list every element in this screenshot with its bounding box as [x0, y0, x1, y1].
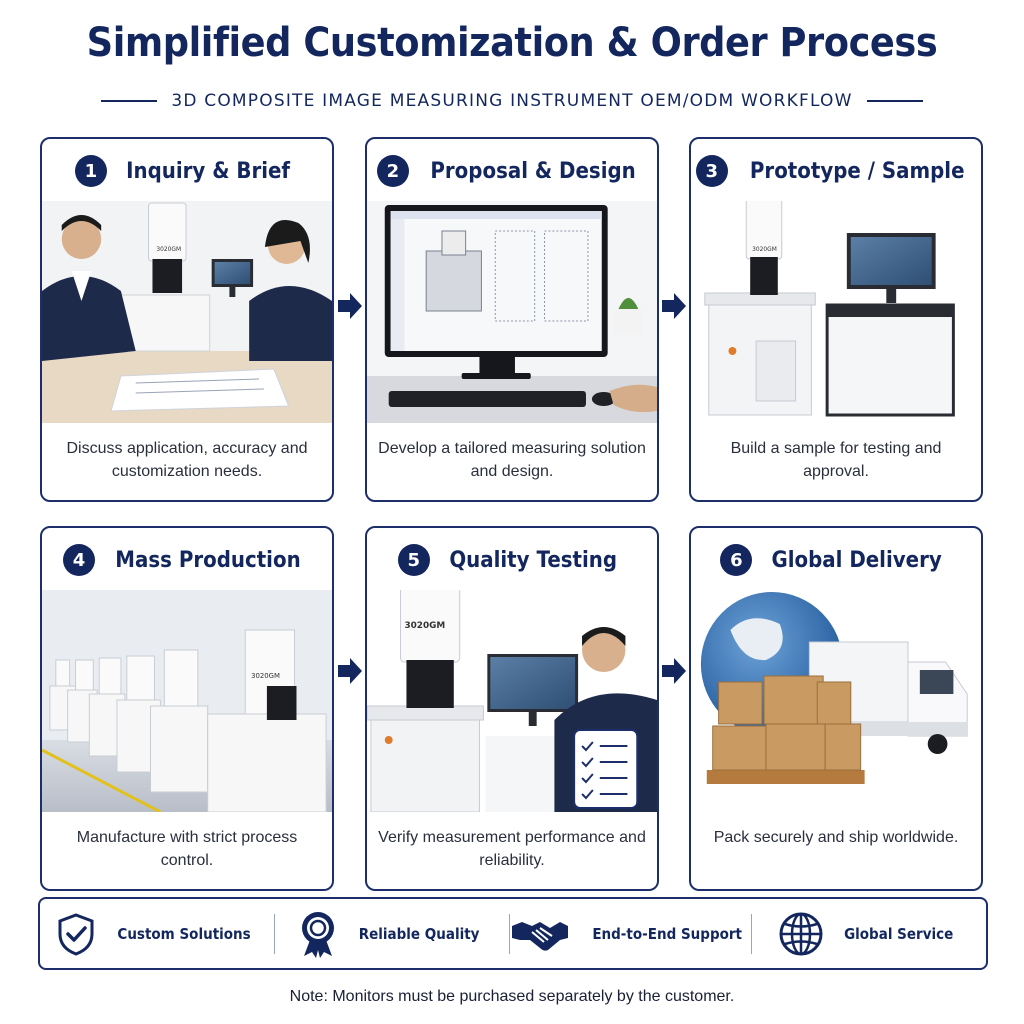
step-number-badge: 1	[74, 155, 107, 187]
footer-note: Note: Monitors must be purchased separat…	[289, 988, 735, 1005]
step-title: Global Delivery	[771, 547, 943, 573]
step-title: Quality Testing	[449, 547, 617, 573]
step-header: 4 Mass Production	[42, 542, 332, 578]
feature-global-service: Global Service	[752, 899, 986, 968]
step-description: Pack securely and ship worldwide.	[713, 829, 959, 846]
page-title: Simplified Customization & Order Process	[86, 20, 938, 66]
svg-text:3020GM: 3020GM	[251, 672, 280, 680]
flow-arrow-4	[662, 658, 686, 684]
step-description: Build a sample for testing and approval.	[730, 440, 942, 480]
feature-label: Global Service	[844, 924, 954, 943]
step-number-badge: 2	[376, 155, 409, 187]
step-title: Prototype / Sample	[749, 158, 965, 184]
factory-line-photo: 3020GM	[42, 590, 332, 812]
step-card-5: 5 Quality Testing 3020GM Verify measurem…	[365, 526, 659, 891]
feature-end-to-end-support: End-to-End Support	[510, 899, 750, 968]
feature-divider	[750, 913, 752, 954]
inspection-photo: 3020GM	[367, 590, 657, 812]
step-number-badge: 6	[720, 544, 753, 576]
flow-arrow-2	[662, 293, 686, 319]
prototype-machine-photo: 3020GM	[691, 201, 981, 423]
flow-arrow-3	[338, 658, 362, 684]
step-title: Inquiry & Brief	[126, 158, 290, 184]
cad-monitor-photo	[367, 201, 657, 423]
step-number-badge: 3	[695, 155, 728, 187]
feature-label: Reliable Quality	[358, 924, 480, 943]
step-card-1: 1 Inquiry & Brief 3020GM Discuss applica…	[40, 137, 334, 502]
feature-label: Custom Solutions	[117, 924, 251, 943]
page-subtitle: 3D COMPOSITE IMAGE MEASURING INSTRUMENT …	[171, 91, 853, 111]
step-number-badge: 4	[63, 544, 96, 576]
shield-check-icon	[58, 912, 94, 956]
step-description: Manufacture with strict process control.	[76, 829, 298, 869]
globe-icon	[779, 912, 823, 955]
feature-label: End-to-End Support	[592, 924, 743, 943]
subtitle-divider-right	[866, 100, 923, 102]
step-description: Develop a tailored measuring solution an…	[378, 440, 646, 480]
step-card-6: 6 Global Delivery Pack securely and ship…	[689, 526, 983, 891]
step-title: Proposal & Design	[430, 158, 636, 184]
svg-text:3020GM: 3020GM	[404, 621, 445, 631]
svg-text:3020GM: 3020GM	[752, 246, 777, 253]
step-header: 3 Prototype / Sample	[691, 153, 981, 189]
step-card-2: 2 Proposal & Design Develop a tailored m…	[365, 137, 659, 502]
step-header: 2 Proposal & Design	[367, 153, 657, 189]
meeting-photo: 3020GM	[42, 201, 332, 423]
handshake-icon	[512, 921, 569, 951]
step-card-4: 4 Mass Production 3020GM Manufacture wit…	[40, 526, 334, 891]
feature-divider	[274, 913, 276, 954]
feature-divider	[509, 913, 511, 954]
step-title: Mass Production	[115, 547, 301, 573]
feature-custom-solutions: Custom Solutions	[40, 899, 274, 968]
step-header: 1 Inquiry & Brief	[42, 153, 332, 189]
feature-reliable-quality: Reliable Quality	[275, 899, 509, 968]
step-description: Discuss application, accuracy and custom…	[66, 440, 308, 480]
step-header: 5 Quality Testing	[367, 542, 657, 578]
flow-arrow-1	[338, 293, 362, 319]
step-description: Verify measurement performance and relia…	[378, 829, 646, 869]
step-card-3: 3 Prototype / Sample 3020GM Build a samp…	[689, 137, 983, 502]
features-bar: Custom Solutions Reliable Quality End-to…	[38, 897, 988, 970]
step-number-badge: 5	[397, 544, 430, 576]
award-badge-icon	[302, 911, 335, 958]
subtitle-row: 3D COMPOSITE IMAGE MEASURING INSTRUMENT …	[0, 90, 1024, 112]
step-header: 6 Global Delivery	[691, 542, 981, 578]
machine-label: 3020GM	[156, 246, 181, 253]
subtitle-divider-left	[101, 100, 158, 102]
globe-truck-photo	[691, 590, 981, 812]
